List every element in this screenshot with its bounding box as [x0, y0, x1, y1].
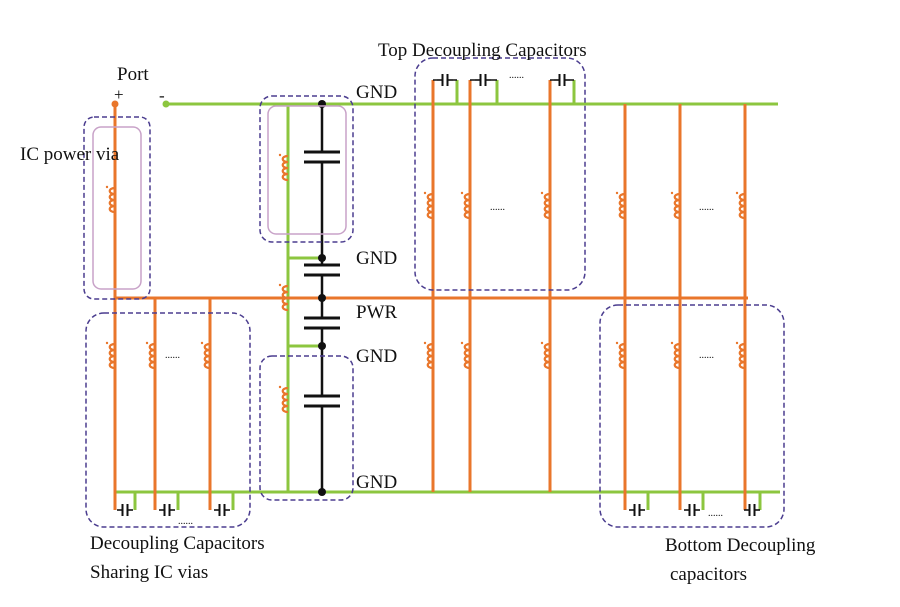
- top-capacitors: [433, 73, 574, 87]
- top-decoupling-outline: [414, 57, 586, 291]
- ellipsis: ......: [165, 350, 180, 361]
- gnd-label-top: GND: [356, 82, 397, 103]
- ellipsis: ......: [699, 202, 714, 213]
- stack-lower-outline: [259, 355, 354, 501]
- decoupling-sharing-label-line1: Decoupling Capacitors: [90, 533, 265, 554]
- bottom-decoupling-outline: [599, 304, 785, 528]
- gnd-label-lower: GND: [356, 346, 397, 367]
- capacitor-icon: [553, 73, 571, 87]
- group-outlines: [83, 57, 785, 528]
- bottom-decoupling-label-line1: Bottom Decoupling: [665, 535, 816, 556]
- inductor-icon-group: [104, 152, 747, 414]
- ellipsis: ......: [708, 508, 723, 519]
- stack-upper-outline: [259, 95, 354, 243]
- capacitor-icon: [474, 73, 492, 87]
- port-terminal-plus: [111, 100, 119, 108]
- ic-power-via-label: IC power via: [20, 144, 120, 165]
- pwr-label: PWR: [356, 302, 398, 323]
- ellipsis-markers: ...... ...... ...... ...... ...... .....…: [165, 70, 723, 527]
- decoupling-sharing-label-line2: Sharing IC vias: [90, 562, 208, 583]
- port: [111, 100, 170, 108]
- sharing-vias-outline: [85, 312, 251, 528]
- gnd-label-bottom: GND: [356, 472, 397, 493]
- port-plus-label: +: [114, 85, 124, 104]
- gnd-label-mid: GND: [356, 248, 397, 269]
- ellipsis: ......: [178, 516, 193, 527]
- capacitor-icon: [683, 503, 701, 517]
- ellipsis: ......: [490, 202, 505, 213]
- top-decoupling-label: Top Decoupling Capacitors: [378, 40, 587, 61]
- capacitor-icon: [628, 503, 646, 517]
- port-label: Port: [117, 64, 149, 85]
- port-minus-label: -: [159, 86, 165, 105]
- ellipsis: ......: [699, 350, 714, 361]
- capacitor-icon: [116, 503, 134, 517]
- capacitor-icon: [158, 503, 176, 517]
- power-plane-and-vias: [113, 80, 748, 510]
- labels: Top Decoupling Capacitors Port + - IC po…: [20, 40, 816, 585]
- port-terminal-minus: [162, 100, 170, 108]
- capacitor-icon: [436, 73, 454, 87]
- capacitor-icon: [213, 503, 231, 517]
- ellipsis: ......: [509, 70, 524, 81]
- bottom-decoupling-label-line2: capacitors: [670, 564, 747, 585]
